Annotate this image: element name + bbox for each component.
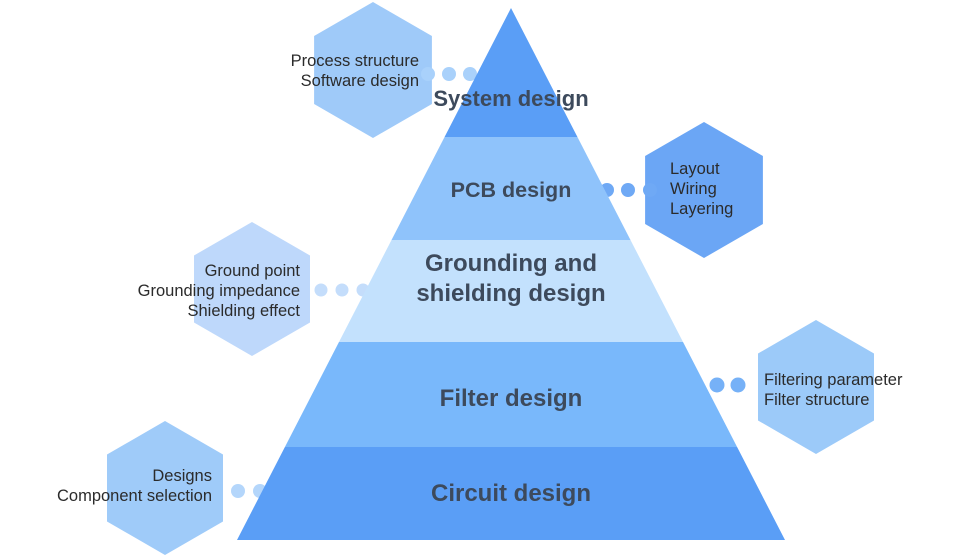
connector-dot-grounding (314, 283, 328, 297)
hexagon-pcb (645, 122, 763, 258)
level-label-pcb: PCB design (451, 178, 572, 202)
level-label-system: System design (433, 86, 588, 111)
connector-dot-system (463, 67, 477, 81)
connector-dot-grounding (335, 283, 349, 297)
connector-dot-system (421, 67, 435, 81)
connector-dot-filter (709, 377, 725, 393)
annotation-text-grounding: Ground point (205, 262, 301, 280)
connector-dot-circuit (231, 484, 245, 498)
level-label-line: Filter design (440, 385, 583, 412)
level-label-line: System design (433, 86, 588, 111)
hexagon-system (314, 2, 432, 138)
pyramid-level-pcb (391, 137, 631, 240)
level-label-line: shielding design (416, 280, 605, 307)
connector-dot-system (442, 67, 456, 81)
connector-dot-pcb (643, 183, 657, 197)
annotation-text-grounding: Grounding impedance (138, 282, 300, 300)
level-label-filter: Filter design (440, 385, 583, 412)
level-label-line: PCB design (451, 178, 572, 202)
pyramid-level-system (444, 8, 578, 137)
hexagon-grounding (194, 222, 310, 356)
pyramid-level-grounding (338, 240, 684, 342)
connector-dots (231, 67, 746, 498)
connector-dot-pcb (621, 183, 635, 197)
pyramid-level-filter (284, 342, 738, 447)
level-label-line: Grounding and (425, 250, 597, 277)
annotation-text-pcb: Wiring (670, 180, 717, 198)
annotation-text-system: Process structure (291, 52, 419, 70)
level-label-circuit: Circuit design (431, 480, 591, 507)
level-label-grounding: Grounding and shielding design (416, 250, 605, 307)
level-label-line: Circuit design (431, 480, 591, 507)
annotation-text-filter: Filter structure (764, 391, 869, 409)
hexagon-filter (758, 320, 874, 454)
annotation-text-pcb: Layout (670, 160, 720, 178)
connector-dot-filter (730, 377, 746, 393)
annotation-text-circuit: Designs (152, 467, 212, 485)
pyramid-level-circuit (237, 447, 785, 540)
hexagon-circuit (107, 421, 223, 555)
annotation-text-system: Software design (301, 72, 419, 90)
annotation-text-pcb: Layering (670, 200, 733, 218)
annotation-text-grounding: Shielding effect (187, 302, 300, 320)
annotation-text-circuit: Component selection (57, 487, 212, 505)
annotation-hexagons (107, 2, 874, 555)
annotation-text-filter: Filtering parameter (764, 371, 903, 389)
